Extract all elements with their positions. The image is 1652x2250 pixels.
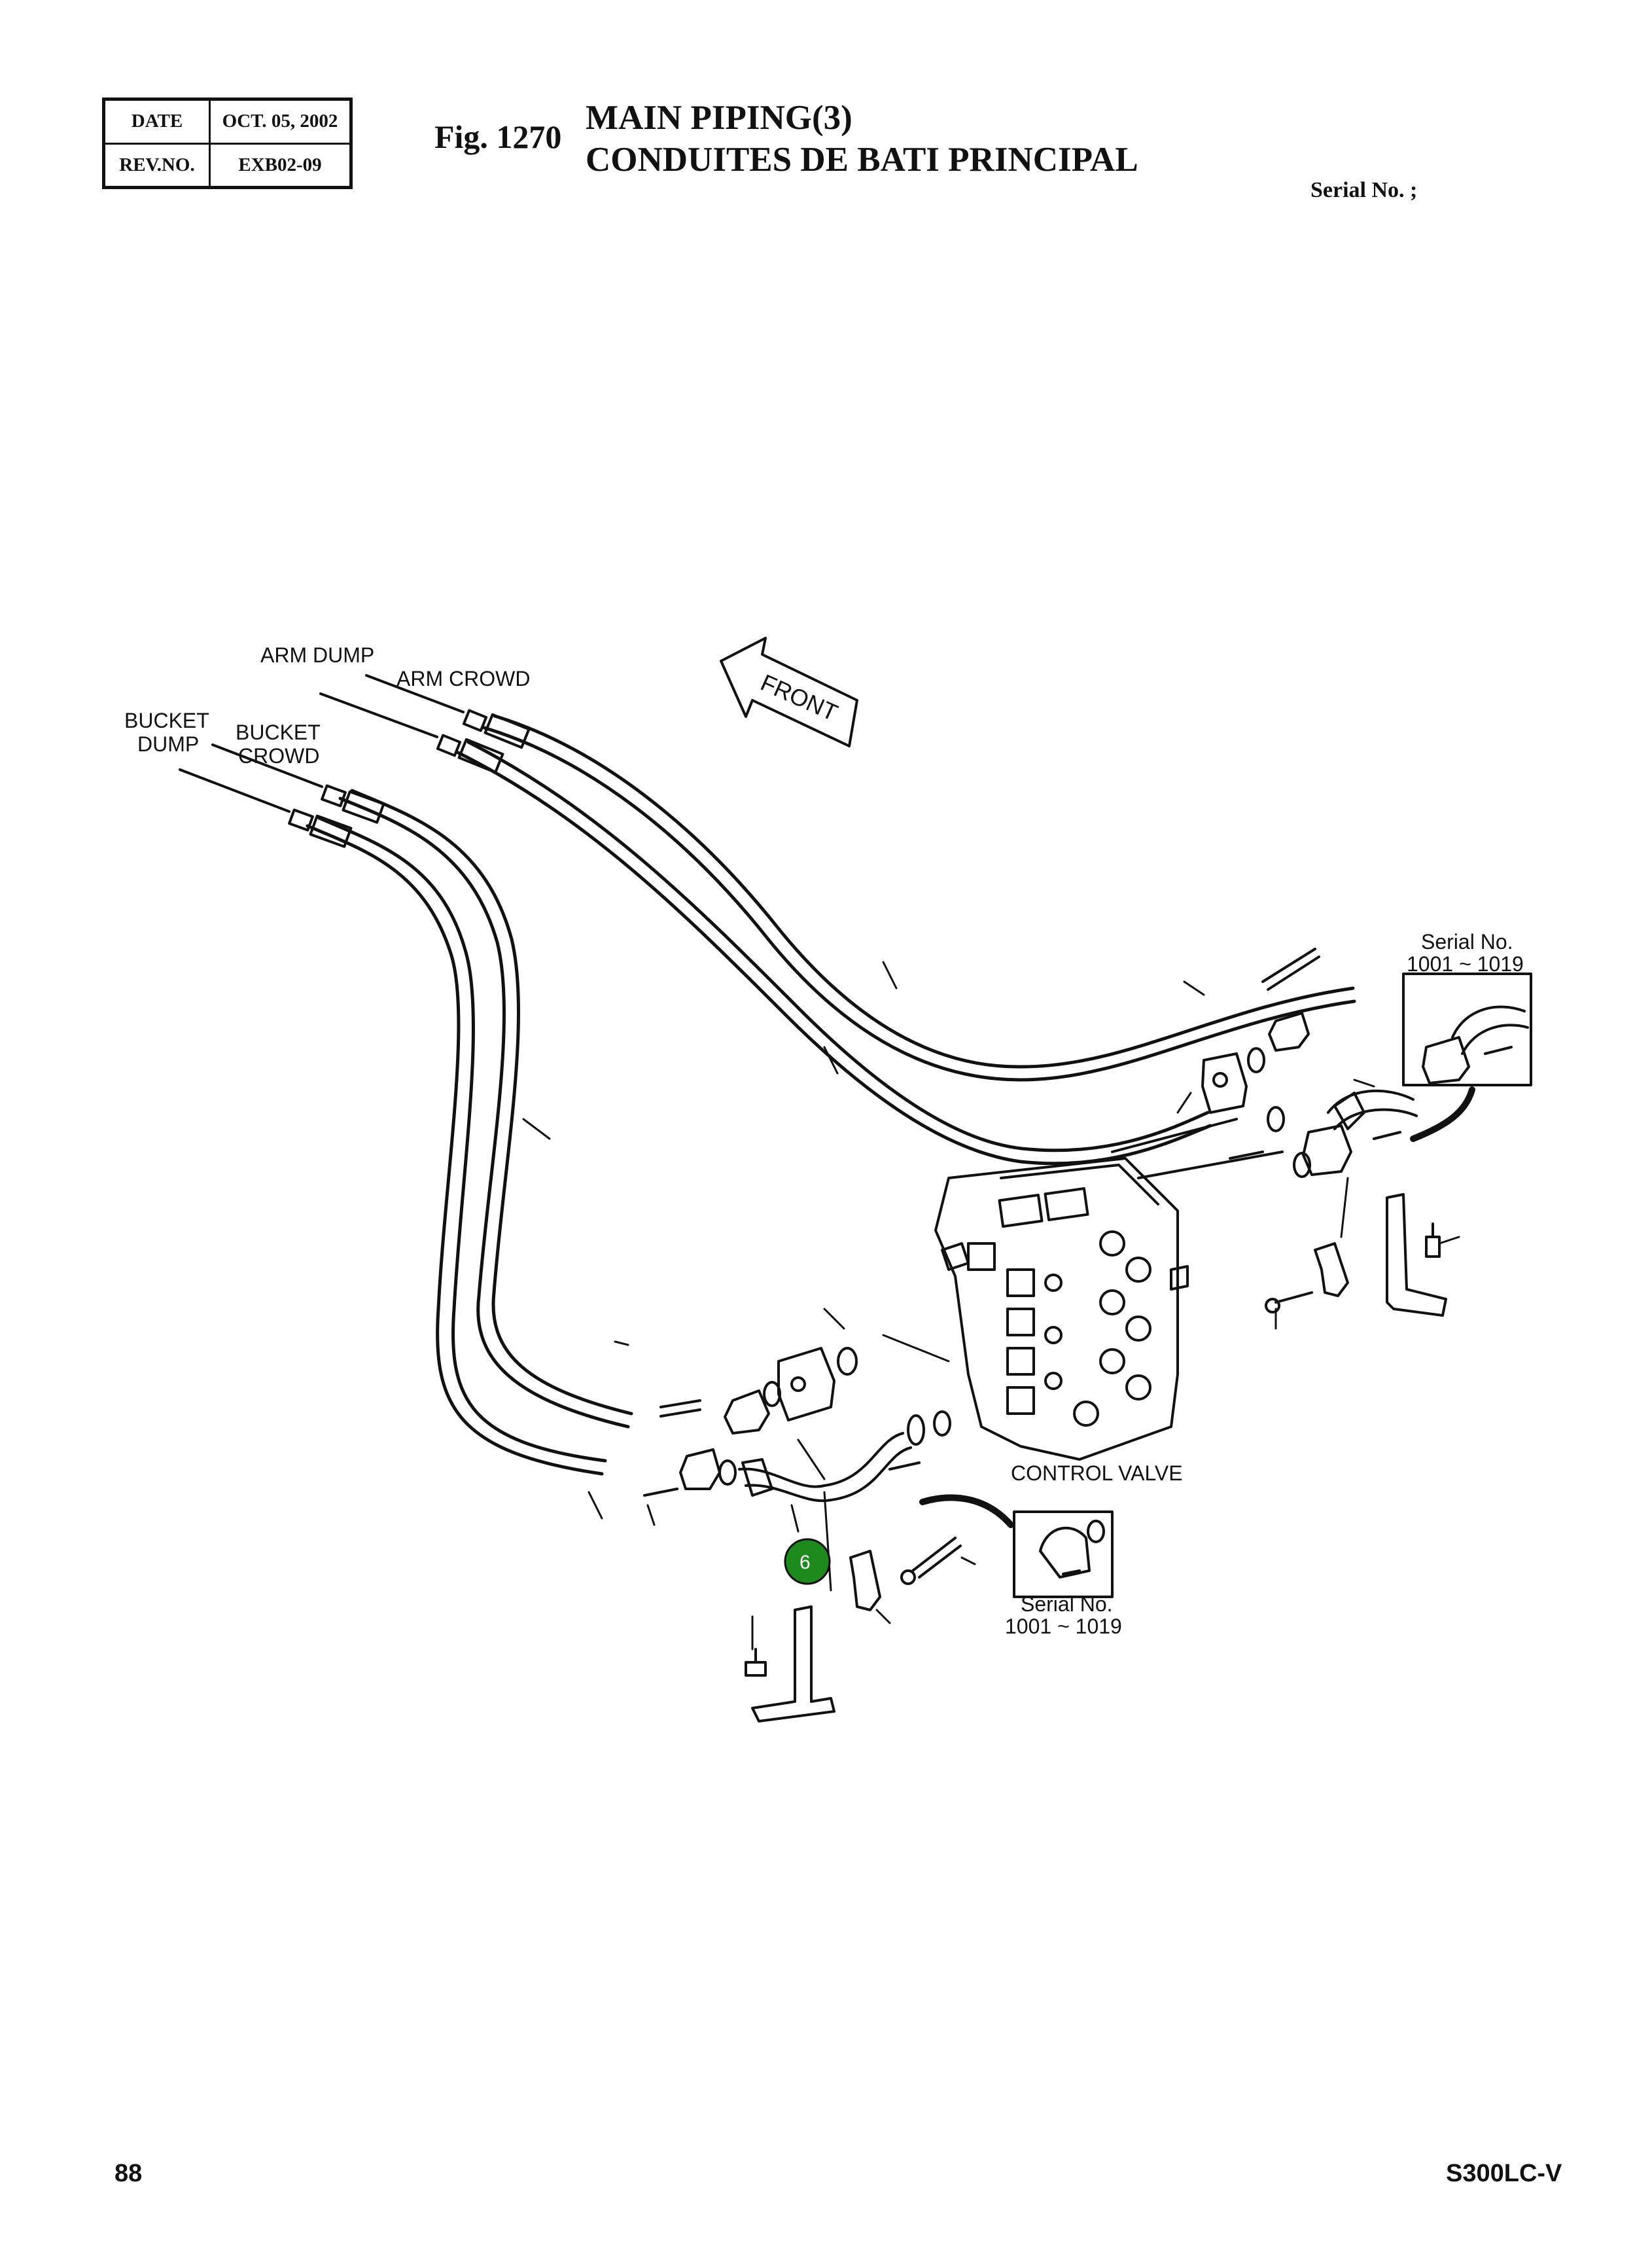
label-bucket-dump-line2: DUMP (137, 732, 199, 756)
label-arm-dump: ARM DUMP (260, 643, 374, 667)
rev-value: EXB02-09 (209, 142, 352, 188)
callout-arrow-bottom (919, 1494, 1014, 1528)
control-valve-body (934, 1157, 1189, 1461)
upper-right-pipe-assembly (1111, 948, 1447, 1317)
front-arrow (720, 637, 858, 747)
lower-pipe-assembly (643, 1347, 962, 1723)
callout-arrow-top (1410, 1086, 1475, 1142)
callout-bubble (784, 1538, 831, 1585)
date-value: OCT. 05, 2002 (209, 98, 352, 145)
detail-inset-bottom (1013, 1510, 1114, 1598)
label-bucket-crowd-line1: BUCKET (236, 721, 321, 744)
arm-hose-upper-fittings (319, 674, 531, 774)
serial-number-header: Serial No. ; (1310, 178, 1418, 202)
bucket-hose-upper-fittings (179, 743, 385, 848)
label-arm-crowd: ARM CROWD (396, 667, 530, 690)
page-number: 88 (114, 2160, 143, 2187)
label-serial-top-line2: 1001 ~ 1019 (1407, 952, 1524, 976)
arm-hoses (456, 714, 1356, 1166)
model-code: S300LC-V (1446, 2160, 1562, 2187)
title-english: MAIN PIPING(3) (586, 99, 852, 137)
rev-label: REV.NO. (103, 142, 211, 188)
label-control-valve: CONTROL VALVE (1011, 1461, 1183, 1485)
label-serial-bottom-line2: 1001 ~ 1019 (1005, 1615, 1122, 1638)
date-label: DATE (103, 98, 211, 145)
label-bucket-crowd-line2: CROWD (238, 744, 319, 768)
callout-number: 6 (800, 1552, 811, 1573)
detail-inset-top (1402, 973, 1532, 1086)
label-serial-bottom-line1: Serial No. (1021, 1592, 1113, 1616)
label-front: FRONT (757, 669, 842, 726)
title-french: CONDUITES DE BATI PRINCIPAL (586, 141, 1138, 179)
label-bucket-dump-line1: BUCKET (124, 709, 209, 732)
label-serial-top-line1: Serial No. (1421, 930, 1513, 954)
leader-lines (522, 961, 1460, 1651)
revision-info-table: DATE OCT. 05, 2002 REV.NO. EXB02-09 (102, 98, 353, 189)
figure-number: Fig. 1270 (434, 118, 562, 155)
bucket-hoses (306, 789, 633, 1476)
